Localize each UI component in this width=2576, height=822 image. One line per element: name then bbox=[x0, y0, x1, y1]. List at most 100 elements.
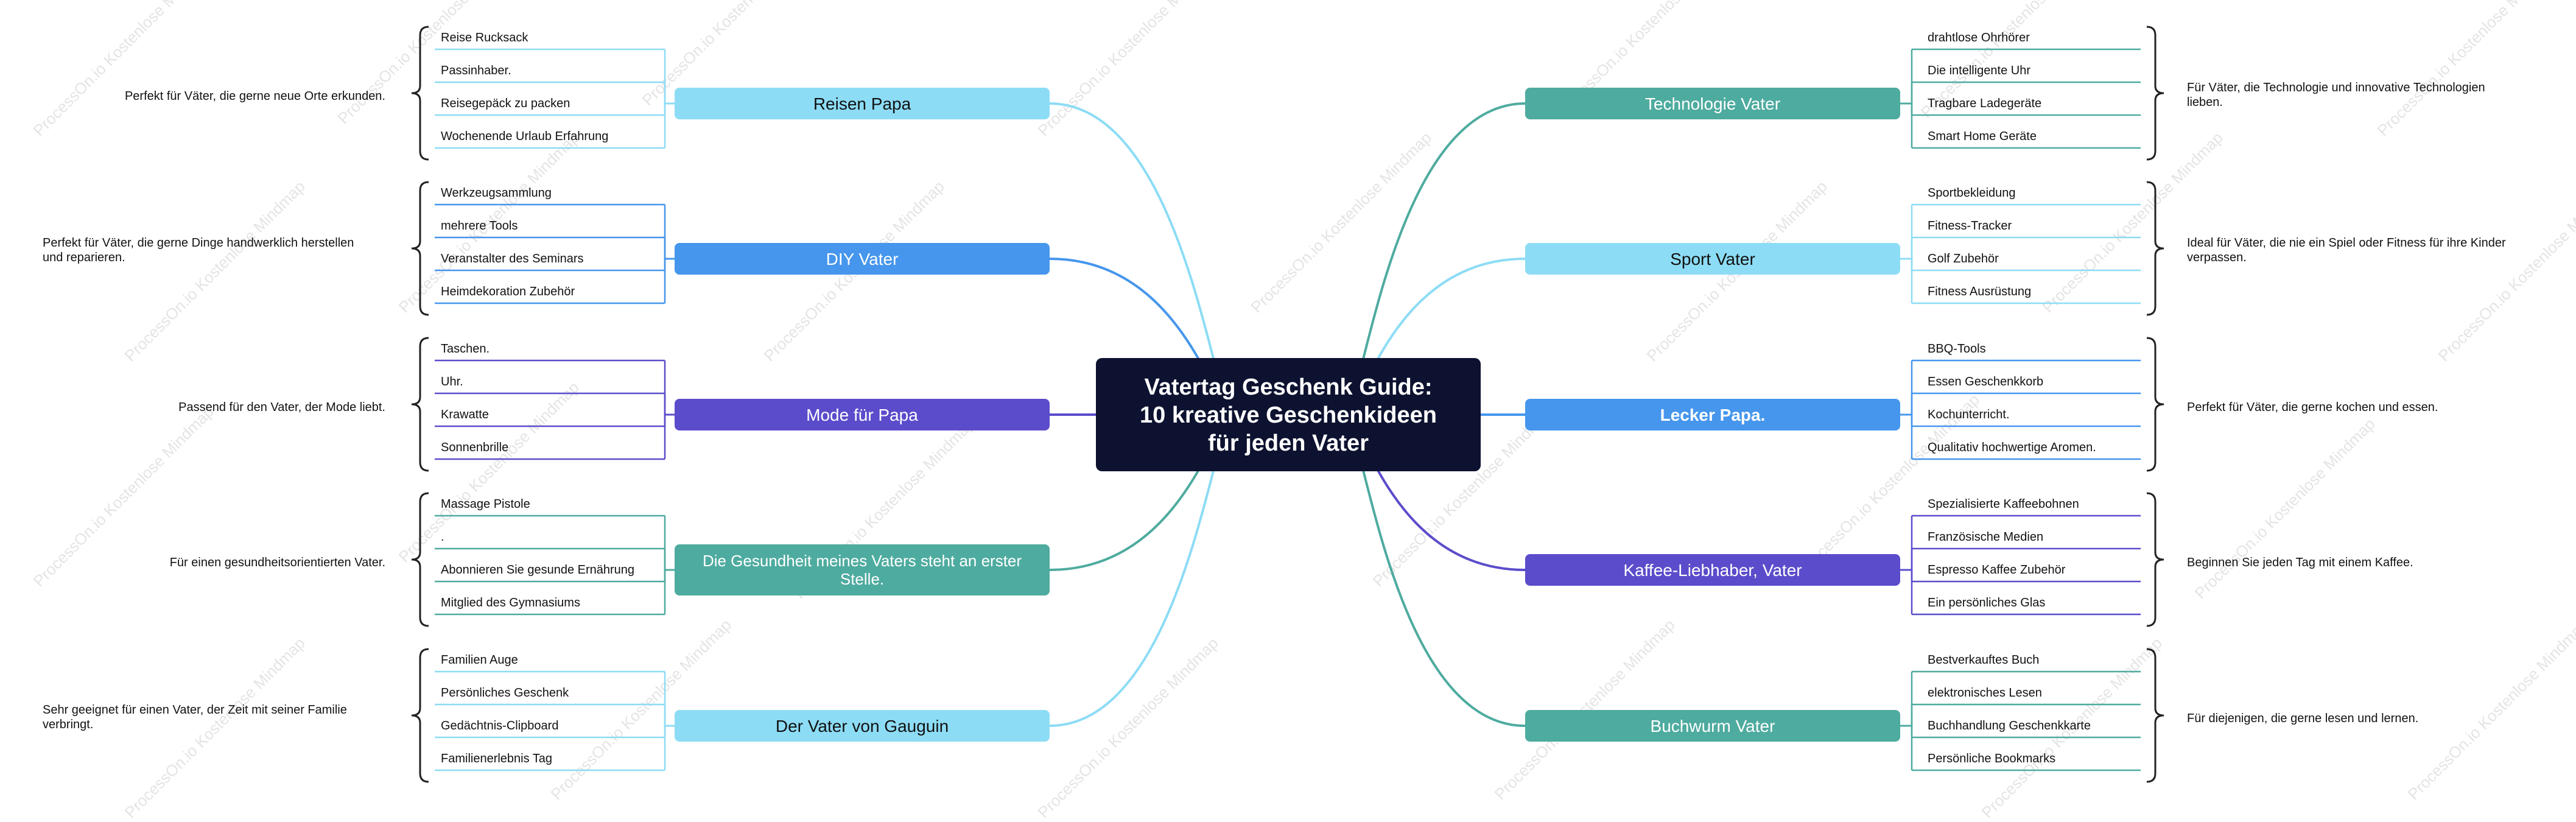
branch-der-vater-von-gauguin[interactable]: Der Vater von Gauguin Familien AugePersön… bbox=[43, 648, 1050, 783]
leaf-item-label: . bbox=[441, 530, 444, 544]
leaf-item[interactable]: Persönliche Bookmarks bbox=[1900, 725, 2141, 771]
branch-label: Reisen Papa bbox=[813, 94, 911, 113]
leaf-item[interactable]: Heimdekoration Zubehör bbox=[435, 258, 675, 304]
leaf-item[interactable]: Reisegepäck zu packen bbox=[435, 97, 675, 116]
branch-label: Lecker Papa. bbox=[1660, 406, 1766, 424]
branch-label: Technologie Vater bbox=[1645, 94, 1780, 113]
leaf-item-label: elektronisches Lesen bbox=[1928, 686, 2042, 700]
leaf-item-label: Spezialisierte Kaffeebohnen bbox=[1928, 497, 2079, 511]
leaf-connector bbox=[1900, 360, 1913, 416]
leaf-connector bbox=[664, 413, 675, 459]
leaf-item[interactable]: Persönliches Geschenk bbox=[435, 686, 675, 727]
summary-note: Perfekt für Väter, die gerne neue Orte e… bbox=[125, 90, 385, 103]
leaf-item-label: Wochenende Urlaub Erfahrung bbox=[441, 130, 608, 143]
leaf-connector bbox=[664, 704, 675, 727]
leaf-item-label: Reisegepäck zu packen bbox=[441, 97, 570, 110]
leaf-connector bbox=[1900, 569, 1913, 581]
leaf-item[interactable]: Golf Zubehör bbox=[1900, 252, 2141, 272]
leaf-item[interactable]: Gedächtnis-Clipboard bbox=[435, 719, 675, 739]
leaf-connector bbox=[664, 360, 675, 416]
leaf-item[interactable]: Espresso Kaffee Zubehör bbox=[1900, 563, 2141, 583]
leaf-connector bbox=[1900, 516, 1913, 571]
leaf-item[interactable]: Werkzeugsammlung bbox=[435, 186, 675, 260]
root-title-line-2: 10 kreative Geschenkideen bbox=[1140, 402, 1437, 428]
leaf-item-label: Französische Medien bbox=[1928, 530, 2043, 544]
leaf-item[interactable]: Familienerlebnis Tag bbox=[435, 725, 675, 771]
leaf-connector bbox=[1900, 258, 1913, 303]
leaf-connector bbox=[664, 102, 675, 148]
leaf-item[interactable]: Buchhandlung Geschenkkarte bbox=[1900, 719, 2141, 739]
leaf-item-label: drahtlose Ohrhörer bbox=[1928, 31, 2030, 44]
leaf-item[interactable]: Fitness-Tracker bbox=[1900, 219, 2141, 260]
leaf-item-label: Smart Home Geräte bbox=[1928, 130, 2037, 143]
leaf-item[interactable]: Ein persönliches Glas bbox=[1900, 569, 2141, 616]
leaf-connector bbox=[664, 102, 675, 115]
branch-node-box bbox=[1525, 710, 1900, 742]
branch-kaffee-liebhaber-vater[interactable]: Kaffee-Liebhaber, Vater Spezialisierte Ka… bbox=[1525, 492, 2413, 627]
leaf-item[interactable]: Wochenende Urlaub Erfahrung bbox=[435, 102, 675, 149]
leaf-connector bbox=[664, 569, 675, 581]
summary-note: Für Väter, die Technologie und innovativ… bbox=[2187, 81, 2485, 94]
leaf-item-label: Gedächtnis-Clipboard bbox=[441, 719, 558, 732]
summary-bracket bbox=[2146, 492, 2164, 627]
summary-bracket bbox=[2146, 181, 2164, 316]
leaf-item[interactable]: Qualitativ hochwertige Aromen. bbox=[1900, 413, 2141, 460]
summary-note: Sehr geeignet für einen Vater, der Zeit … bbox=[43, 703, 347, 717]
leaf-connector bbox=[1900, 413, 1913, 426]
leaf-item-label: Familien Auge bbox=[441, 653, 518, 667]
leaf-connector bbox=[1900, 49, 1913, 105]
leaf-item[interactable]: Smart Home Geräte bbox=[1900, 102, 2141, 149]
root-title-line-1: Vatertag Geschenk Guide: bbox=[1144, 374, 1432, 400]
leaf-item-label: Passinhaber. bbox=[441, 64, 511, 77]
leaf-item[interactable]: Sonnenbrille bbox=[435, 413, 675, 460]
summary-bracket bbox=[2146, 26, 2164, 161]
branch-die-gesundheit-meines-vaters-steht-an-er[interactable]: Die Gesundheit meines Vaters steht an er… bbox=[170, 492, 1050, 627]
branch-label: Buchwurm Vater bbox=[1651, 717, 1775, 736]
summary-bracket bbox=[2146, 648, 2164, 783]
leaf-item-label: mehrere Tools bbox=[441, 219, 518, 233]
leaf-connector bbox=[1900, 725, 1913, 770]
leaf-connector bbox=[664, 725, 675, 737]
leaf-item[interactable]: mehrere Tools bbox=[435, 219, 675, 260]
summary-note: verpassen. bbox=[2187, 251, 2247, 264]
root-node[interactable]: Vatertag Geschenk Guide: 10 kreative Ges… bbox=[1096, 358, 1481, 471]
leaf-item[interactable]: Abonnieren Sie gesunde Ernährung bbox=[435, 563, 675, 583]
leaf-item[interactable]: Taschen. bbox=[435, 342, 675, 416]
branch-node-box bbox=[1525, 88, 1900, 119]
leaf-connector bbox=[1900, 102, 1913, 115]
leaf-connector bbox=[1900, 237, 1913, 260]
leaf-item[interactable]: Fitness Ausrüstung bbox=[1900, 258, 2141, 304]
leaf-item[interactable]: Tragbare Ladegeräte bbox=[1900, 97, 2141, 116]
leaf-item-label: Ein persönliches Glas bbox=[1928, 596, 2045, 609]
leaf-connector bbox=[664, 258, 675, 303]
branch-label: Der Vater von Gauguin bbox=[776, 717, 949, 736]
leaf-connector bbox=[1900, 102, 1913, 148]
leaf-item[interactable]: Krawatte bbox=[435, 408, 675, 427]
summary-note: Für einen gesundheitsorientierten Vater. bbox=[170, 556, 385, 569]
leaf-item[interactable]: Kochunterricht. bbox=[1900, 408, 2141, 427]
leaf-connector bbox=[664, 413, 675, 426]
branch-label: Kaffee-Liebhaber, Vater bbox=[1623, 561, 1802, 580]
leaf-connector bbox=[1900, 393, 1913, 416]
branch-mode-fur-papa[interactable]: Mode für PapaTaschen.Uhr.KrawatteSonnenb… bbox=[178, 337, 1050, 472]
leaf-connector bbox=[1900, 704, 1913, 727]
leaf-item[interactable]: Veranstalter des Seminars bbox=[435, 252, 675, 272]
leaf-item-label: Abonnieren Sie gesunde Ernährung bbox=[441, 563, 634, 577]
summary-bracket bbox=[2146, 337, 2164, 472]
leaf-item-label: Taschen. bbox=[441, 342, 490, 356]
branch-node-box bbox=[675, 544, 1050, 595]
leaf-item-label: Persönliche Bookmarks bbox=[1928, 752, 2055, 765]
leaf-item-label: Krawatte bbox=[441, 408, 489, 421]
leaf-item[interactable]: Mitglied des Gymnasiums bbox=[435, 569, 675, 616]
branch-sport-vater[interactable]: Sport VaterSportbekleidungFitness-Tracke… bbox=[1525, 181, 2506, 316]
leaf-item-label: Fitness Ausrüstung bbox=[1928, 285, 2031, 298]
leaf-item[interactable]: Massage Pistole bbox=[435, 497, 675, 571]
branch-label: DIY Vater bbox=[826, 250, 899, 269]
summary-note: und reparieren. bbox=[43, 251, 125, 264]
leaf-item[interactable]: Uhr. bbox=[435, 375, 675, 416]
